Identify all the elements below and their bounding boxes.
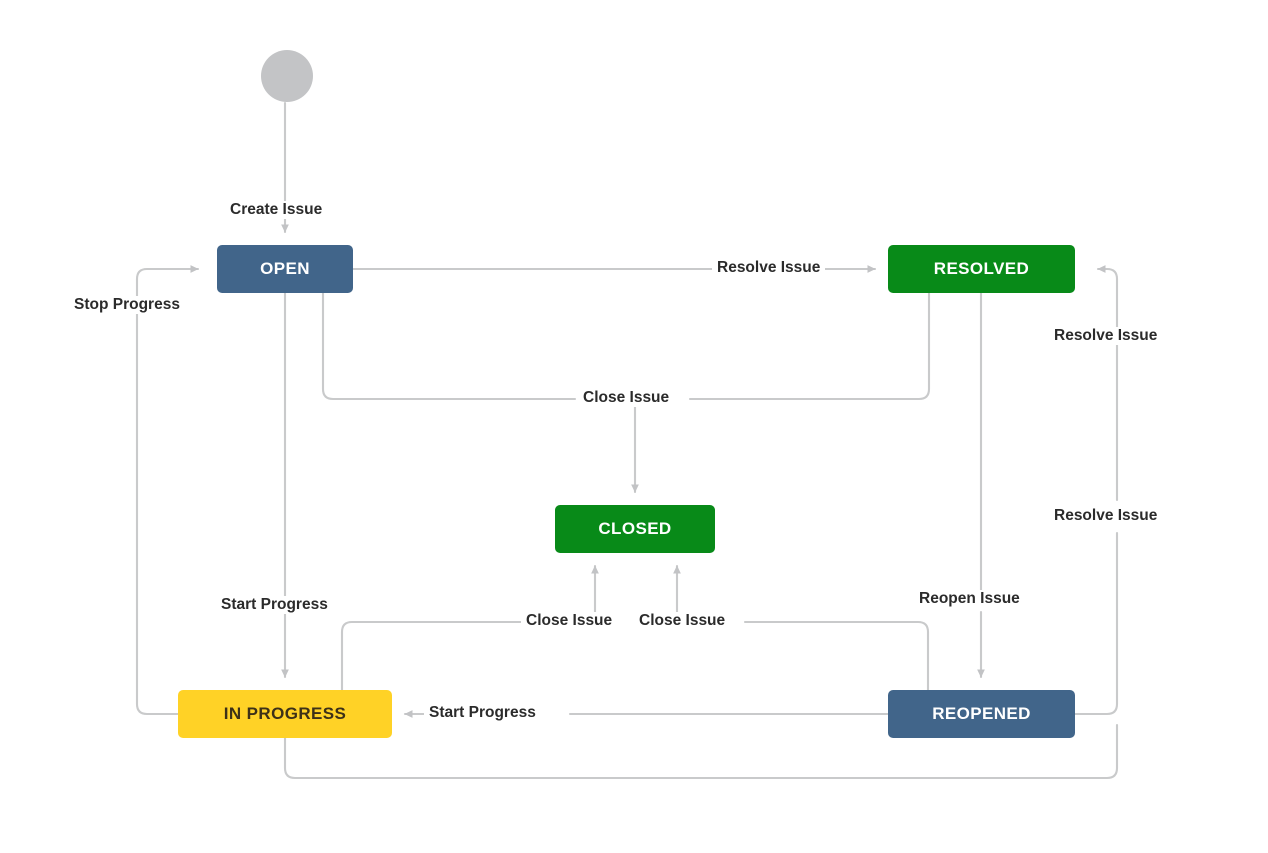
edge-reopened-to-resolved-upper: [1096, 265, 1119, 502]
edge-in-progress-to-closed: [340, 620, 532, 692]
edge-label-reopen-issue: Reopen Issue: [914, 590, 1025, 608]
edge-open-to-closed: [321, 291, 577, 401]
state-node-in-progress[interactable]: IN PROGRESS: [178, 690, 392, 738]
start-node: [261, 50, 313, 102]
edge-label-stop-progress: Stop Progress: [69, 296, 185, 314]
state-label-resolved: RESOLVED: [933, 259, 1030, 278]
state-label-closed: CLOSED: [598, 519, 672, 538]
state-label-open: OPEN: [260, 259, 310, 278]
edge-resolved-to-closed: [688, 291, 931, 401]
edge-reopened-to-closed: [743, 620, 930, 692]
edge-reopened-to-resolved: [1073, 531, 1119, 716]
state-node-reopened[interactable]: REOPENED: [888, 690, 1075, 738]
edge-label-close-issue-mid: Close Issue: [578, 389, 675, 407]
edge-in-progress-to-open: [135, 265, 200, 716]
edge-label-start-progress-vertical: Start Progress: [216, 596, 333, 614]
edge-in-progress-to-resolved: [283, 723, 1119, 780]
edge-label-start-progress-horizontal: Start Progress: [424, 704, 541, 722]
state-node-closed[interactable]: CLOSED: [555, 505, 715, 553]
edge-label-resolve-issue-top: Resolve Issue: [712, 259, 826, 277]
state-label-reopened: REOPENED: [932, 704, 1031, 723]
state-node-resolved[interactable]: RESOLVED: [888, 245, 1075, 293]
edge-label-create-issue: Create Issue: [225, 201, 328, 219]
edge-label-resolve-issue-lower-right: Resolve Issue: [1049, 507, 1163, 525]
state-label-in-progress: IN PROGRESS: [223, 704, 347, 723]
state-node-open[interactable]: OPEN: [217, 245, 353, 293]
edge-label-close-issue-left: Close Issue: [521, 612, 618, 630]
edge-label-close-issue-right: Close Issue: [634, 612, 731, 630]
edge-label-resolve-issue-upper-right: Resolve Issue: [1049, 327, 1163, 345]
